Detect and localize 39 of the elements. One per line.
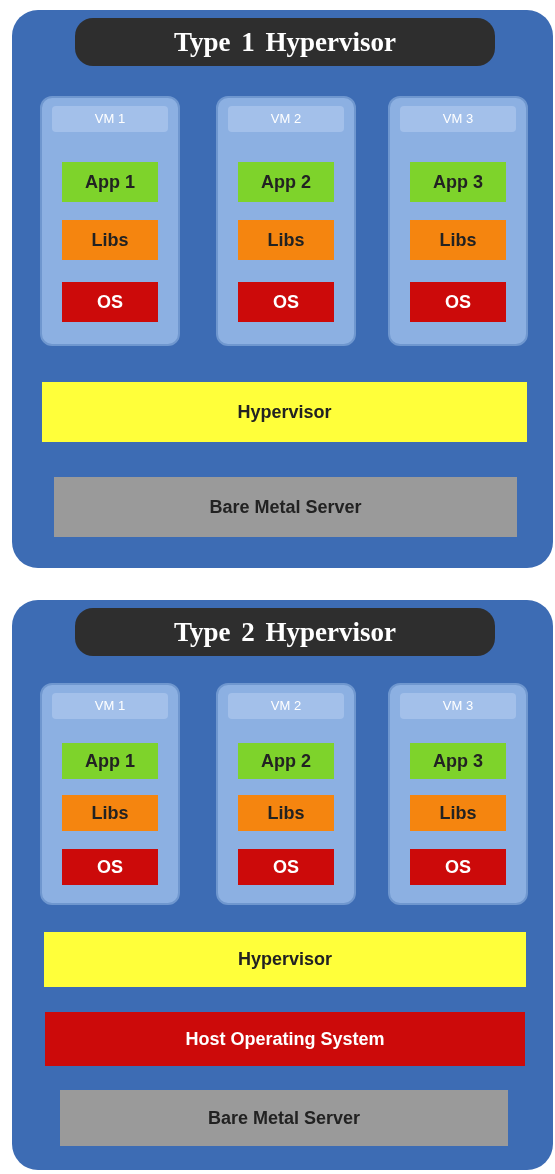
os-layer: OS	[410, 282, 506, 322]
app-layer: App 3	[410, 162, 506, 202]
vm-card	[216, 96, 356, 346]
libs-layer: Libs	[238, 220, 334, 260]
app-layer: App 2	[238, 162, 334, 202]
os-layer: OS	[410, 849, 506, 885]
vm-label: VM 3	[400, 693, 516, 719]
server-layer: Bare Metal Server	[60, 1090, 508, 1146]
os-layer: OS	[238, 849, 334, 885]
host-os-layer: Host Operating System	[45, 1012, 525, 1066]
libs-layer: Libs	[62, 220, 158, 260]
libs-layer: Libs	[410, 220, 506, 260]
libs-layer: Libs	[62, 795, 158, 831]
libs-layer: Libs	[238, 795, 334, 831]
vm-label: VM 1	[52, 106, 168, 132]
os-layer: OS	[62, 849, 158, 885]
server-layer: Bare Metal Server	[54, 477, 517, 537]
app-layer: App 3	[410, 743, 506, 779]
vm-card	[216, 683, 356, 905]
app-layer: App 1	[62, 743, 158, 779]
os-layer: OS	[238, 282, 334, 322]
os-layer: OS	[62, 282, 158, 322]
vm-label: VM 2	[228, 693, 344, 719]
title-pill: Type 1 Hypervisor	[75, 18, 495, 66]
app-layer: App 2	[238, 743, 334, 779]
vm-label: VM 3	[400, 106, 516, 132]
vm-card	[40, 96, 180, 346]
vm-card	[388, 683, 528, 905]
app-layer: App 1	[62, 162, 158, 202]
vm-card	[388, 96, 528, 346]
hypervisor-layer: Hypervisor	[44, 932, 526, 987]
vm-label: VM 2	[228, 106, 344, 132]
stack-panel	[12, 600, 553, 1170]
vm-label: VM 1	[52, 693, 168, 719]
libs-layer: Libs	[410, 795, 506, 831]
title-pill: Type 2 Hypervisor	[75, 608, 495, 656]
stack-panel	[12, 10, 553, 568]
vm-card	[40, 683, 180, 905]
hypervisor-layer: Hypervisor	[42, 382, 527, 442]
